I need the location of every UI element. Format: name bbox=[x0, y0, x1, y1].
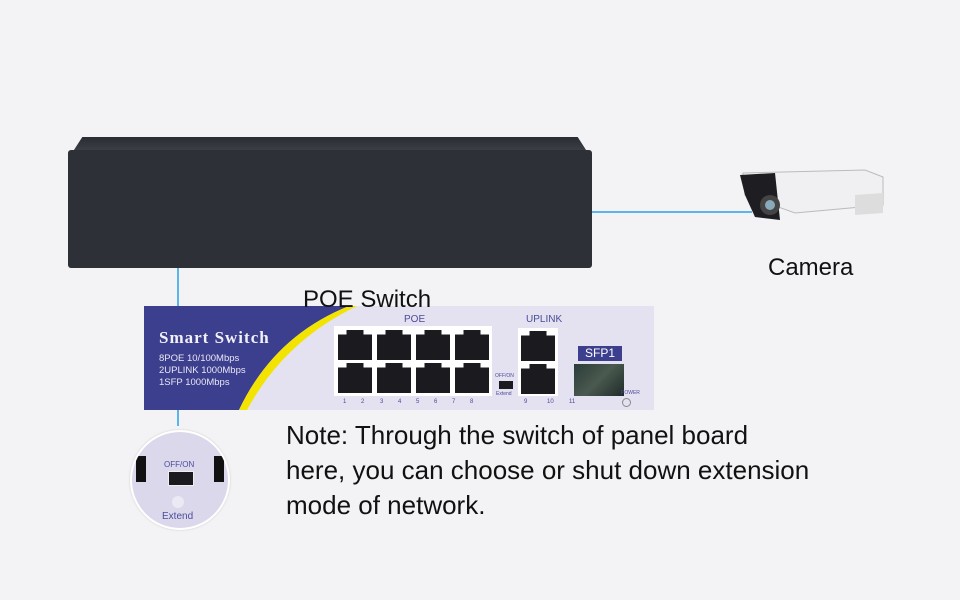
connector-line-camera bbox=[592, 211, 752, 213]
switch-front-panel: Smart Switch 8POE 10/100Mbps 2UPLINK 100… bbox=[144, 306, 654, 410]
detail-toggle-label: OFF/ON bbox=[164, 460, 195, 469]
spec-line: 1SFP 1000Mbps bbox=[159, 377, 230, 388]
rj45-port[interactable] bbox=[455, 330, 489, 360]
rj45-port[interactable] bbox=[377, 330, 411, 360]
port-number: 11 bbox=[569, 399, 576, 405]
note-line: mode of network. bbox=[286, 490, 486, 520]
spec-line: 2UPLINK 1000Mbps bbox=[159, 365, 246, 376]
port-number: 4 bbox=[398, 399, 402, 405]
port-number: 6 bbox=[434, 399, 438, 405]
sfp-label: SFP1 bbox=[578, 346, 622, 361]
port-edge bbox=[214, 456, 224, 482]
toggle-label: OFF/ON bbox=[495, 373, 514, 379]
port-number: 1 bbox=[343, 399, 347, 405]
port-number: 9 bbox=[524, 399, 528, 405]
sfp-port[interactable] bbox=[574, 364, 624, 396]
port-number: 10 bbox=[547, 399, 554, 405]
note-line: here, you can choose or shut down extens… bbox=[286, 455, 810, 485]
poe-ports bbox=[334, 326, 492, 396]
toggle-detail-magnifier: OFF/ON Extend bbox=[130, 430, 230, 530]
brand-text: Smart Switch bbox=[159, 328, 270, 347]
uplink-port[interactable] bbox=[521, 364, 555, 394]
camera-icon bbox=[740, 169, 884, 220]
rj45-port[interactable] bbox=[377, 363, 411, 393]
extend-label: Extend bbox=[496, 391, 512, 397]
rj45-port[interactable] bbox=[416, 363, 450, 393]
uplink-ports bbox=[518, 328, 558, 396]
note-line: Note: Through the switch of panel board bbox=[286, 420, 749, 450]
uplink-port[interactable] bbox=[521, 331, 555, 361]
poe-label: POE bbox=[404, 314, 426, 325]
switch-caption: POE Switch bbox=[303, 286, 432, 313]
power-led bbox=[622, 398, 631, 407]
detail-toggle-switch bbox=[168, 471, 194, 486]
port-number: 7 bbox=[452, 399, 456, 405]
rj45-port[interactable] bbox=[338, 363, 372, 393]
camera-caption: Camera bbox=[768, 254, 854, 281]
spec-line: 8POE 10/100Mbps bbox=[159, 353, 240, 364]
rj45-port[interactable] bbox=[455, 363, 489, 393]
rj45-port[interactable] bbox=[338, 330, 372, 360]
led-icon bbox=[172, 496, 184, 508]
port-number: 2 bbox=[361, 399, 365, 405]
port-edge bbox=[136, 456, 146, 482]
port-number: 5 bbox=[416, 399, 420, 405]
extend-toggle[interactable] bbox=[499, 381, 513, 389]
port-number: 8 bbox=[470, 399, 474, 405]
uplink-label: UPLINK bbox=[526, 314, 563, 325]
poe-switch: Smart Switch 8POE 10/100Mbps 2UPLINK 100… bbox=[68, 150, 654, 410]
port-number: 3 bbox=[380, 399, 384, 405]
power-label: POWER bbox=[621, 390, 640, 396]
detail-extend-label: Extend bbox=[162, 511, 194, 522]
note-text: Note: Through the switch of panel board … bbox=[286, 418, 809, 523]
switch-top bbox=[72, 137, 588, 153]
rj45-port[interactable] bbox=[416, 330, 450, 360]
